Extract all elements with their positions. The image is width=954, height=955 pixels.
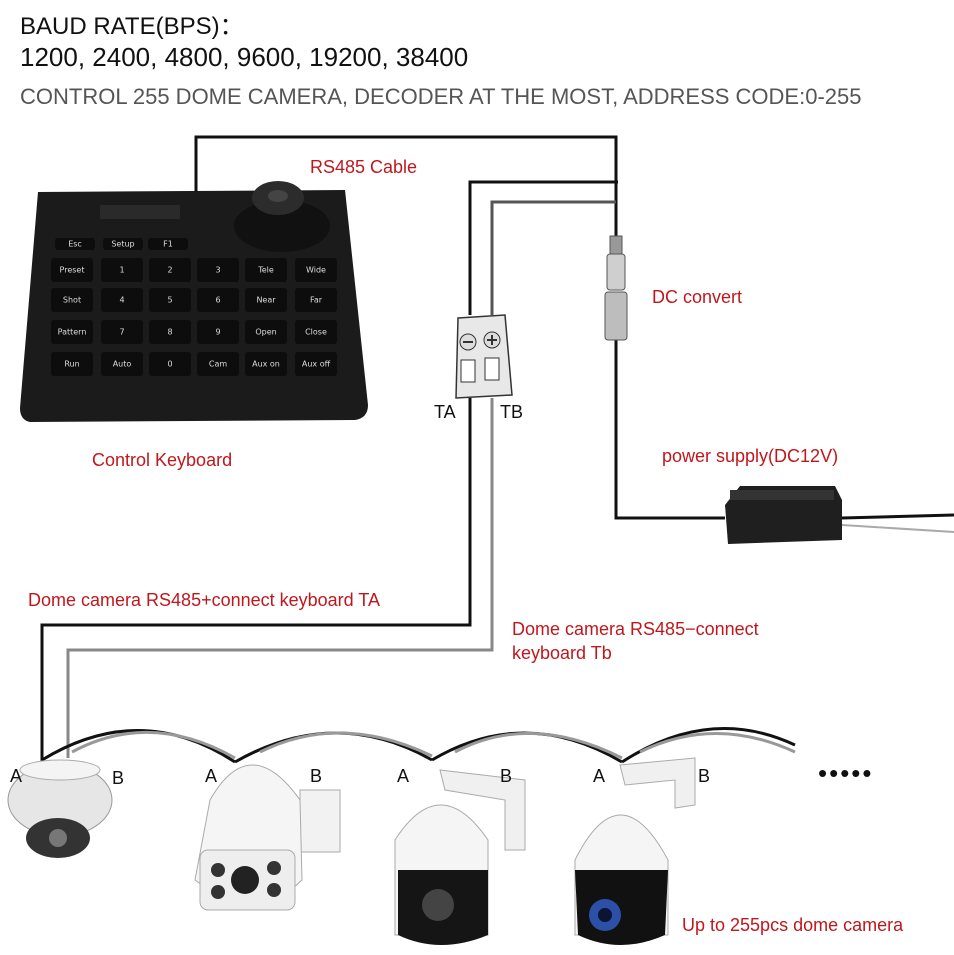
keyboard-key-label: Preset	[60, 266, 85, 275]
keyboard-key	[149, 352, 191, 376]
terminal-block	[455, 314, 513, 399]
dc-connector	[604, 235, 628, 341]
camera-3	[394, 769, 526, 945]
dome-minus-label-2: keyboard Tb	[512, 643, 612, 663]
keyboard-key-label: F1	[163, 240, 173, 249]
camera-4-b-label: B	[698, 766, 711, 786]
keyboard-key	[149, 320, 191, 344]
keyboard-key	[245, 288, 287, 312]
camera-2-b-label: B	[310, 766, 323, 786]
keyboard-key	[197, 320, 239, 344]
keyboard-key-label: Run	[64, 360, 79, 369]
keyboard-key-label: 4	[119, 296, 124, 305]
keyboard-key-label: Pattern	[58, 328, 87, 337]
keyboard-key-label: Near	[256, 296, 276, 305]
keyboard-key	[197, 352, 239, 376]
keyboard-key	[245, 258, 287, 282]
keyboard-key-label: 9	[215, 328, 220, 337]
camera-1-a-label: A	[10, 766, 23, 786]
keyboard-key-label: 3	[215, 266, 220, 275]
keyboard-key-label: 6	[215, 296, 220, 305]
keyboard-key-label: 8	[167, 328, 172, 337]
baud-rate-title: BAUD RATE(BPS)：	[20, 13, 244, 40]
keyboard-key-label: 0	[167, 360, 172, 369]
keyboard-key-label: 2	[167, 266, 172, 275]
keyboard-key	[295, 320, 337, 344]
camera-1	[7, 759, 113, 858]
keyboard-key-label: Far	[310, 296, 323, 305]
keyboard-key	[51, 258, 93, 282]
ta-label: TA	[434, 402, 456, 422]
keyboard-key-label: 7	[119, 328, 124, 337]
control-note: CONTROL 255 DOME CAMERA, DECODER AT THE …	[20, 84, 862, 109]
rs485-cable	[194, 135, 725, 520]
power-supply-label: power supply(DC12V)	[662, 446, 839, 466]
camera-3-a-label: A	[397, 766, 410, 786]
dc-convert-label: DC convert	[652, 287, 743, 307]
keyboard-key	[295, 288, 337, 312]
keyboard-key-label: Esc	[68, 240, 82, 249]
keyboard-key	[55, 238, 95, 250]
keyboard-key-label: Cam	[209, 360, 227, 369]
keyboard-key-label: Aux on	[252, 360, 280, 369]
keyboard-key	[101, 352, 143, 376]
more-cameras-ellipsis: •••••	[818, 758, 874, 788]
baud-rate-values: 1200, 2400, 4800, 9600, 19200, 38400	[20, 42, 469, 72]
camera-4	[574, 757, 696, 945]
dome-plus-label: Dome camera RS485+connect keyboard TA	[28, 590, 381, 610]
camera-2	[194, 764, 341, 911]
camera-3-b-label: B	[500, 766, 513, 786]
keyboard-key	[149, 288, 191, 312]
up-to-255-label: Up to 255pcs dome camera	[682, 915, 904, 935]
keyboard-key-label: Auto	[113, 360, 132, 369]
keyboard-key	[197, 288, 239, 312]
keyboard-key	[51, 288, 93, 312]
keyboard-key-label: Aux off	[302, 360, 331, 369]
camera-2-a-label: A	[205, 766, 218, 786]
keyboard-key	[245, 352, 287, 376]
keyboard-key	[295, 352, 337, 376]
control-keyboard-label: Control Keyboard	[92, 450, 233, 470]
dome-minus-label-1: Dome camera RS485−connect	[512, 619, 759, 639]
tb-label: TB	[500, 402, 524, 422]
keyboard-key-label: 5	[167, 296, 172, 305]
keyboard-key	[101, 258, 143, 282]
rs485-cable-label: RS485 Cable	[310, 157, 418, 177]
keyboard-key-label: Tele	[257, 266, 274, 275]
keyboard-key-label: 1	[119, 266, 124, 275]
keyboard-key	[101, 320, 143, 344]
keyboard-key	[148, 238, 188, 250]
keyboard-key	[101, 288, 143, 312]
keyboard-key	[295, 258, 337, 282]
keyboard-key	[149, 258, 191, 282]
keyboard-key-label: Shot	[63, 296, 81, 305]
camera-bus-wires	[40, 398, 796, 765]
camera-4-a-label: A	[593, 766, 606, 786]
keyboard-key	[245, 320, 287, 344]
keyboard-key	[197, 258, 239, 282]
keyboard-key-label: Open	[255, 328, 276, 337]
keyboard-key-label: Wide	[306, 266, 326, 275]
camera-1-b-label: B	[112, 768, 125, 788]
keyboard-key	[51, 320, 93, 344]
power-supply	[725, 486, 954, 544]
keyboard-key	[103, 238, 143, 250]
keyboard-key	[51, 352, 93, 376]
keyboard-key-label: Setup	[111, 240, 134, 249]
keyboard-key-label: Close	[305, 328, 327, 337]
